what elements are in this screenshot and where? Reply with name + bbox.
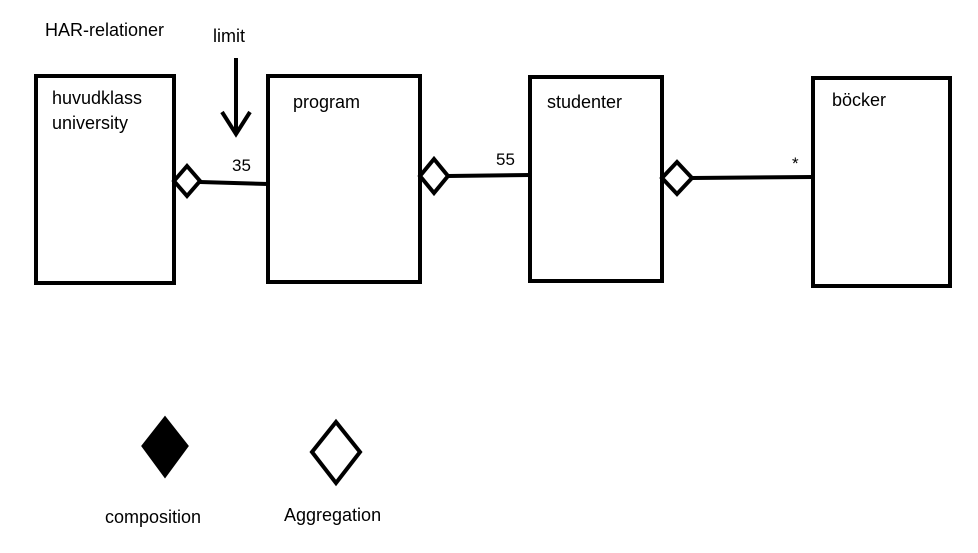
class-name-university: huvudklass university (52, 88, 143, 133)
aggregation-symbol (309, 418, 363, 487)
multiplicity-35: 35 (232, 156, 251, 175)
aggregation-diamond-studenter (659, 159, 695, 197)
association-line-program-studenter (447, 173, 531, 178)
association-line-studenter-bocker (691, 175, 814, 180)
multiplicity-55: 55 (496, 150, 515, 169)
class-name-program: program (293, 92, 361, 112)
aggregation-diamond-university (171, 162, 203, 200)
aggregation-diamond-program (417, 155, 451, 197)
legend-aggregation-label: Aggregation (284, 505, 382, 525)
diagram-title: HAR-relationer (45, 20, 165, 40)
class-name-studenter: studenter (547, 92, 623, 112)
class-box-bocker (811, 76, 952, 288)
limit-arrow-head (220, 110, 252, 138)
limit-label: limit (213, 26, 245, 46)
legend-composition-label: composition (105, 507, 202, 527)
multiplicity-many: * (792, 154, 799, 173)
class-name-bocker: böcker (832, 90, 887, 110)
composition-symbol (141, 415, 189, 479)
association-line-university-program (199, 180, 269, 186)
